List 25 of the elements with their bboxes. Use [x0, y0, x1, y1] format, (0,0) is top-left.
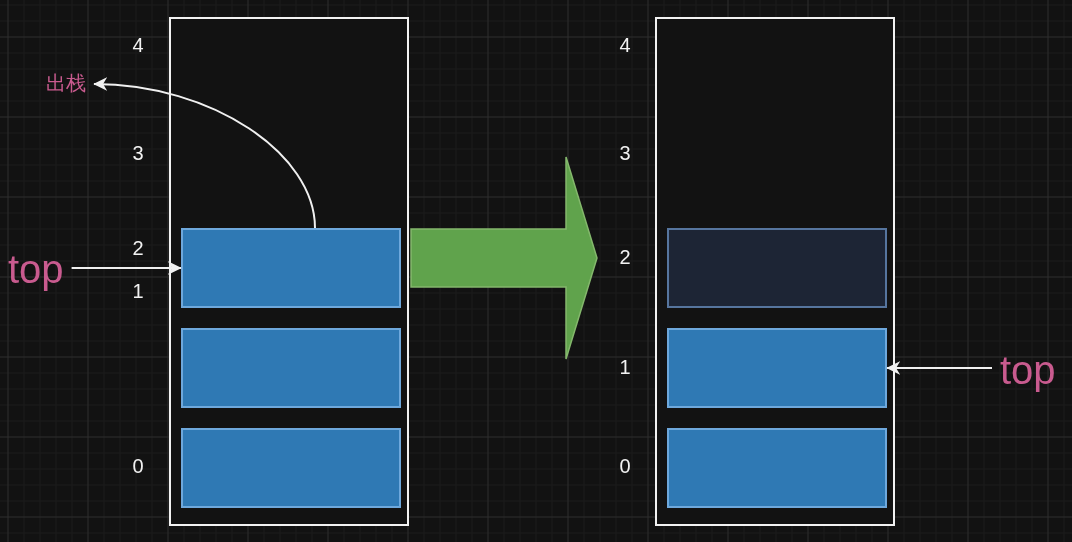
- index-number: 4: [619, 35, 631, 55]
- stack-element: [667, 428, 887, 508]
- pointer-label: top: [8, 249, 64, 289]
- stack-element: [181, 328, 401, 408]
- index-number: 1: [132, 281, 144, 301]
- index-number: 4: [132, 35, 144, 55]
- index-number: 0: [619, 456, 631, 476]
- pointer-label: top: [1000, 350, 1056, 390]
- index-number: 3: [132, 143, 144, 163]
- index-number: 2: [132, 238, 144, 258]
- stack-container: [655, 17, 895, 526]
- stack-element: [667, 328, 887, 408]
- index-number: 1: [619, 357, 631, 377]
- block-arrow: [410, 156, 598, 360]
- stack-container: [169, 17, 409, 526]
- index-number: 0: [132, 456, 144, 476]
- stack-element: [181, 228, 401, 308]
- index-number: 2: [619, 247, 631, 267]
- arrow: [70, 261, 182, 275]
- stack-element: [181, 428, 401, 508]
- curved-arrow: [93, 77, 316, 229]
- popped-element: [667, 228, 887, 308]
- operation-label: 出栈: [46, 73, 86, 93]
- arrow: [886, 361, 993, 375]
- index-number: 3: [619, 143, 631, 163]
